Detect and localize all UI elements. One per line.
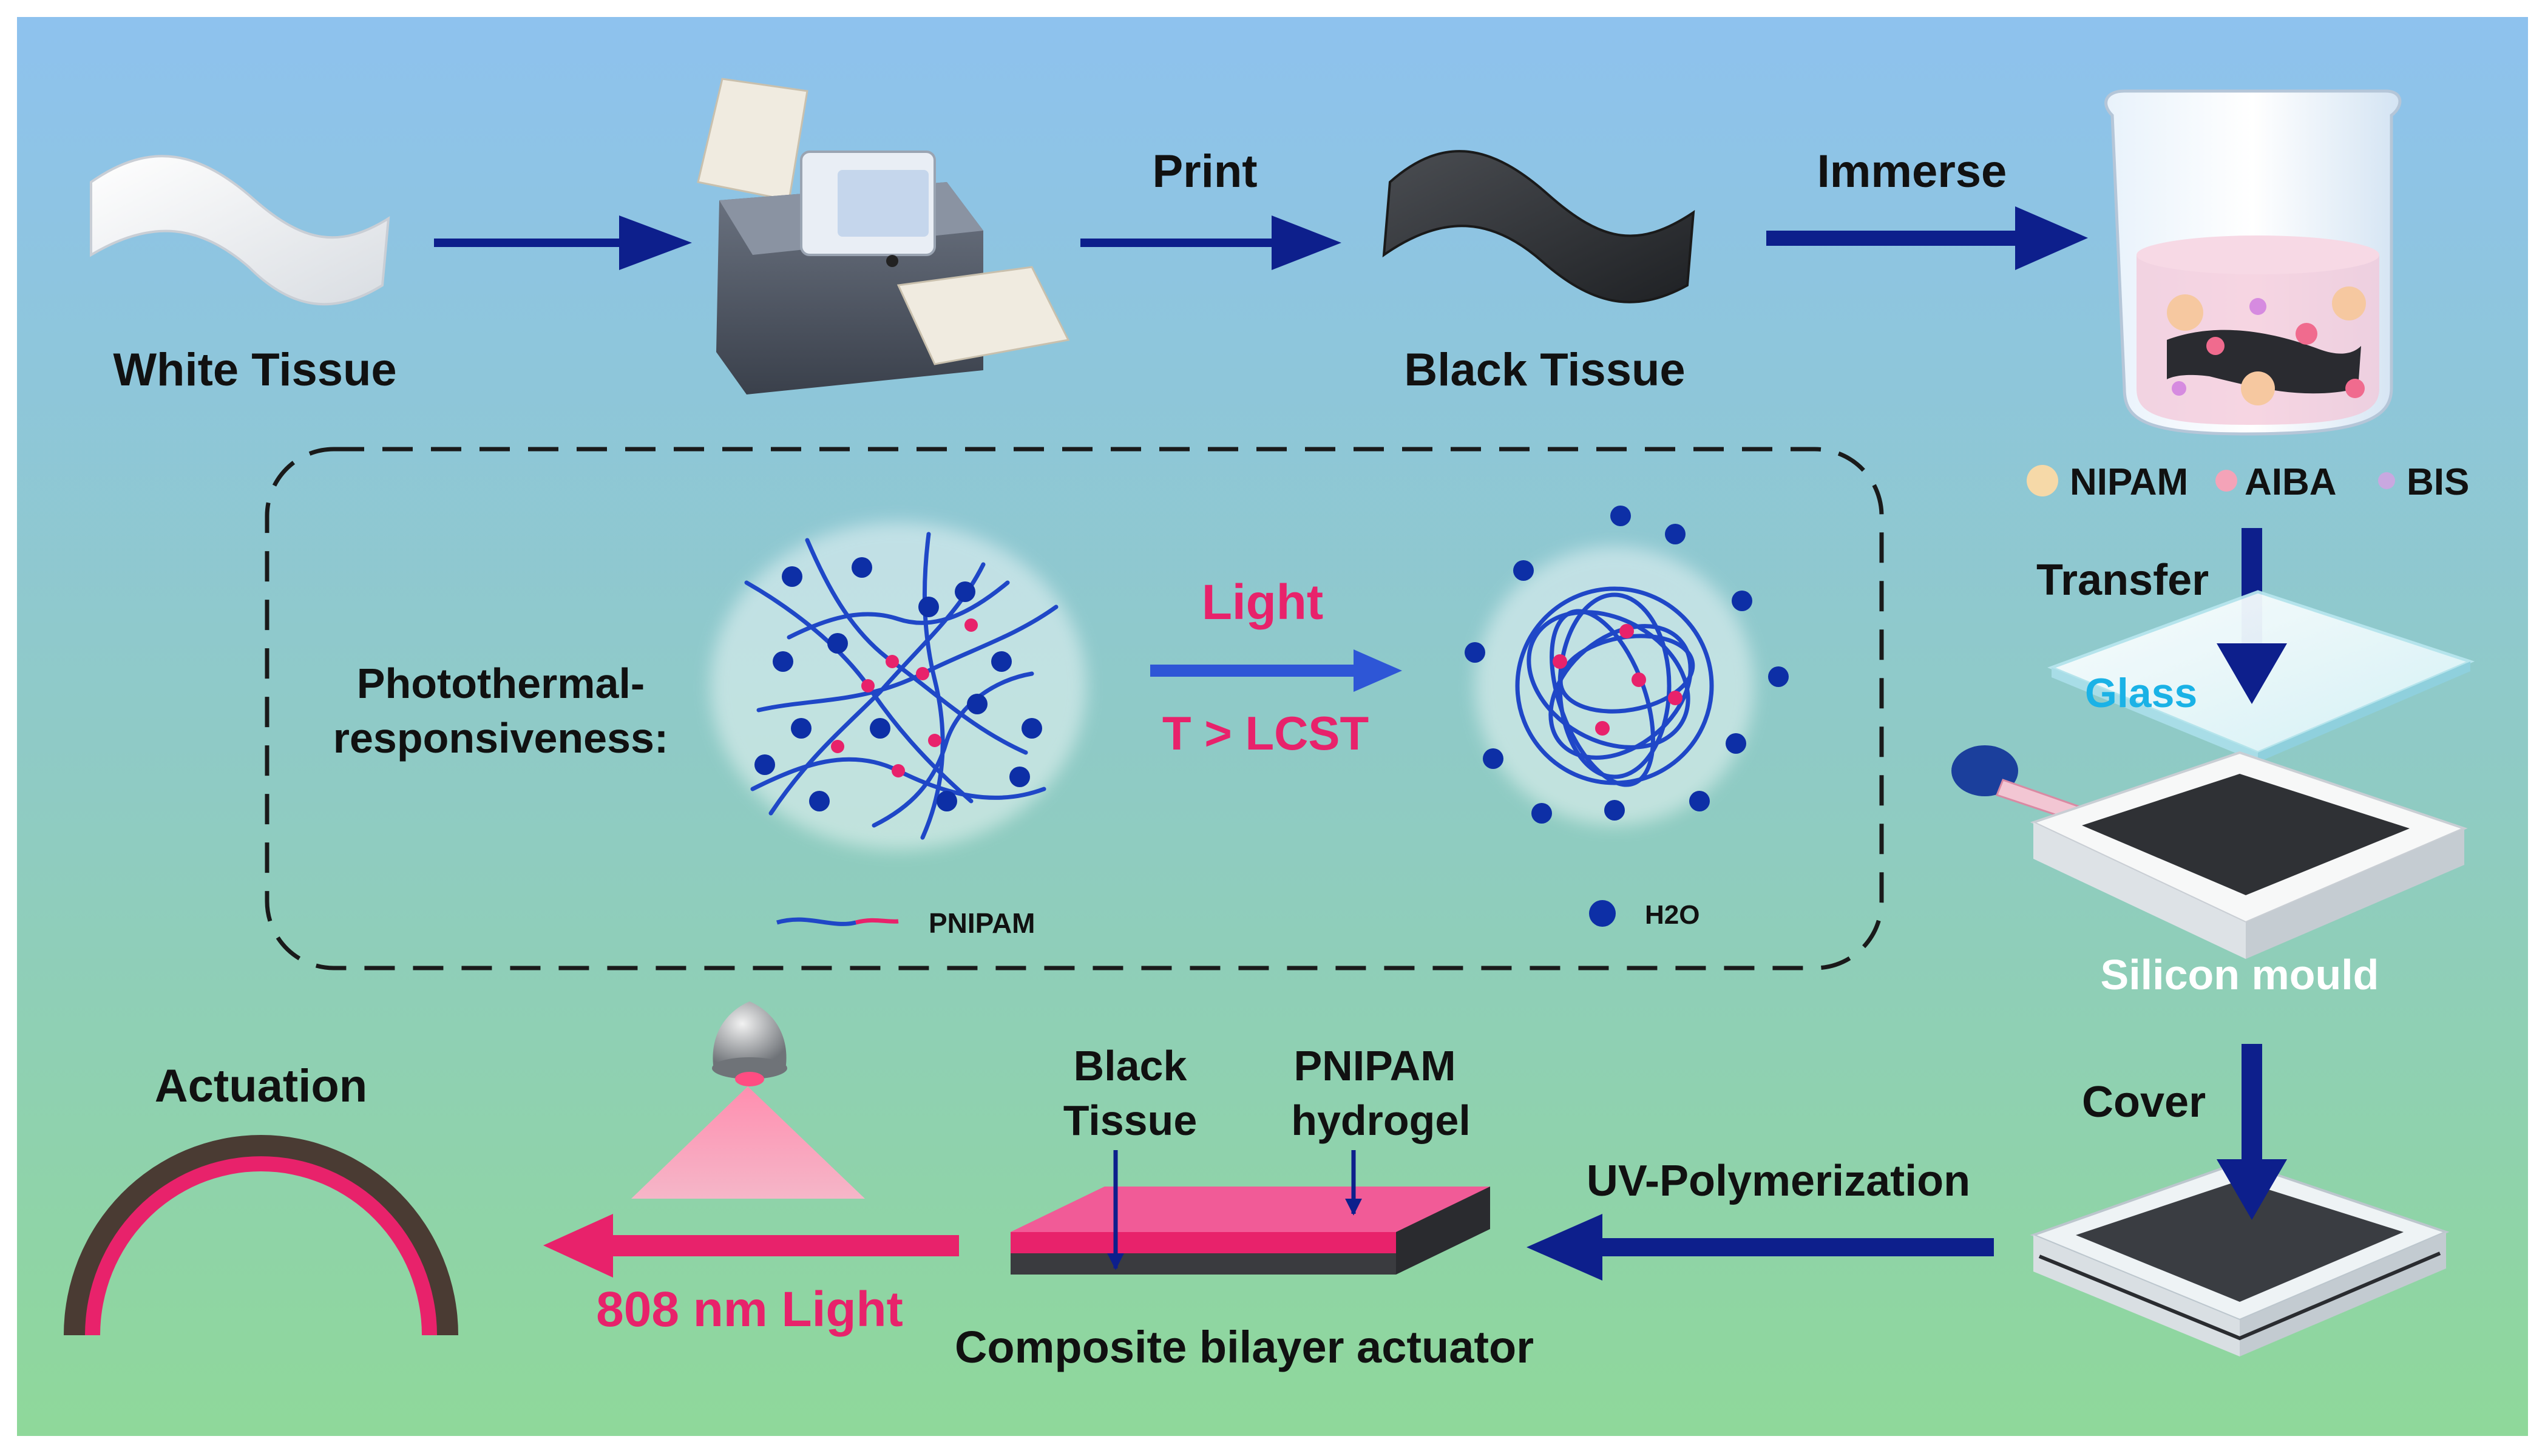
- cover-label: Cover: [2082, 1078, 2206, 1126]
- nipam-legend-label: NIPAM: [2070, 461, 2188, 503]
- composite-actuator-label: Composite bilayer actuator: [955, 1322, 1534, 1372]
- immerse-arrow: [1766, 206, 2088, 270]
- black-tissue-icon: [1382, 150, 1695, 303]
- covered-mould: [2030, 1160, 2450, 1356]
- printer-icon: [697, 78, 1070, 394]
- black-tissue-layer-label-1: Black: [1074, 1042, 1187, 1089]
- pnipam-legend-label: PNIPAM: [929, 907, 1035, 939]
- white-tissue-label: White Tissue: [113, 344, 396, 396]
- uv-polymerization-label: UV-Polymerization: [1587, 1157, 1970, 1205]
- white-tissue-icon: [90, 155, 390, 306]
- swollen-network: [710, 522, 1086, 850]
- silicon-mould: [2030, 751, 2468, 959]
- cover-arrow-tip: [2217, 1159, 2287, 1220]
- photothermal-inset-frame: [265, 447, 1884, 970]
- water-legend-icon: [1589, 900, 1616, 927]
- inset-condition-label: T > LCST: [1162, 706, 1369, 760]
- glass-label: Glass: [2085, 670, 2197, 716]
- print-arrow: [1080, 215, 1341, 270]
- black-tissue-label: Black Tissue: [1404, 344, 1685, 396]
- aiba-legend-label: AIBA: [2245, 461, 2337, 503]
- pnipam-legend-crosslink: [855, 918, 899, 925]
- inset-stimulus-label: Light: [1202, 575, 1323, 630]
- nir-lamp-icon: [631, 1001, 865, 1199]
- aiba-legend-dot: [2215, 470, 2237, 492]
- uv-polymerization-arrow: [1527, 1214, 1994, 1281]
- actuation-label: Actuation: [155, 1060, 367, 1112]
- immerse-label: Immerse: [1817, 146, 2007, 197]
- nipam-legend-dot: [2027, 465, 2058, 496]
- collapsed-globule: [1465, 506, 1789, 825]
- nir-light-arrow: [543, 1214, 959, 1278]
- pnipam-hydrogel-label-2: hydrogel: [1291, 1097, 1471, 1144]
- nir-light-label: 808 nm Light: [596, 1282, 903, 1337]
- composite-bilayer-actuator: [1011, 1187, 1490, 1275]
- actuated-arc: [64, 1135, 458, 1335]
- beaker-icon: [2104, 89, 2402, 436]
- pnipam-legend-line: [776, 917, 856, 926]
- bis-legend-label: BIS: [2407, 461, 2469, 503]
- transfer-label: Transfer: [2036, 556, 2209, 604]
- inset-arrow: [1150, 649, 1402, 692]
- inset-title-line1: Photothermal-: [357, 660, 645, 707]
- pnipam-hydrogel-label-1: PNIPAM: [1293, 1042, 1455, 1089]
- bis-legend-dot: [2378, 472, 2395, 489]
- transfer-arrow-tip: [2217, 643, 2287, 704]
- inset-title-line2: responsiveness:: [333, 714, 668, 762]
- water-legend-label: H2O: [1645, 900, 1699, 930]
- black-tissue-layer-label-2: Tissue: [1063, 1097, 1198, 1144]
- arrow-to-printer: [434, 215, 692, 270]
- silicon-mould-label: Silicon mould: [2101, 951, 2379, 998]
- print-label: Print: [1152, 146, 1257, 197]
